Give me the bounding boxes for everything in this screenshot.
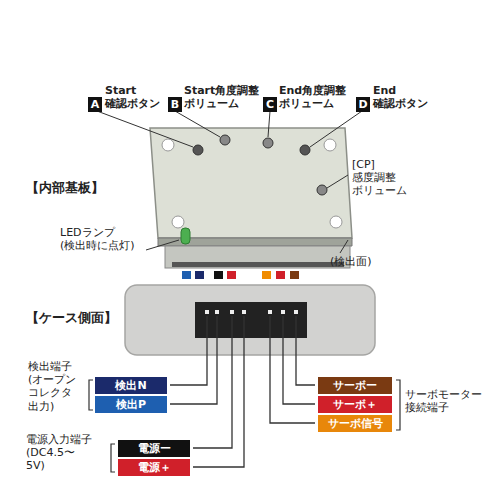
terminal-box: 電源ー (118, 440, 190, 457)
callout-text: [CP] 感度調整 ボリューム (352, 158, 407, 198)
leader-lines (97, 111, 362, 253)
callout-letter: A (88, 97, 102, 112)
wire-mark (290, 271, 299, 279)
end-pot (263, 138, 273, 148)
box-text: 電源ー (138, 441, 171, 456)
section-title: 【ケース側面】 (26, 310, 117, 326)
end-button (300, 145, 310, 155)
box-text: サーボ信号 (328, 416, 383, 431)
wire-mark (182, 271, 191, 279)
callout-letter: D (356, 97, 370, 112)
callout-letter: C (263, 97, 277, 112)
pins (205, 310, 298, 314)
mount-hole (324, 139, 336, 151)
wire-mark (227, 271, 236, 279)
pin-leads (170, 316, 315, 467)
group-label: サーボモーター 接続端子 (405, 388, 482, 414)
case (125, 285, 375, 355)
terminal-box: サーボ信号 (318, 415, 392, 432)
box-text: サーボー (333, 378, 377, 393)
box-text: 検出N (115, 378, 146, 393)
group-label: 検出端子 (オープン コレクタ 出力) (28, 360, 76, 413)
box-text: A (91, 98, 100, 111)
box-text: D (358, 98, 367, 111)
callout-text: End角度調整 ボリューム (279, 84, 346, 110)
mount-hole (162, 139, 174, 151)
callout-text: Start角度調整 ボリューム (184, 84, 259, 110)
wire-mark (276, 271, 285, 279)
mount-hole (330, 216, 342, 228)
pin-header (172, 262, 344, 267)
section-title: 【内部基板】 (26, 180, 104, 196)
box-text: 検出P (116, 397, 146, 412)
terminal-box: サーボ＋ (318, 396, 392, 413)
box-text: サーボ＋ (333, 397, 377, 412)
wire-mark (262, 271, 271, 279)
terminal-box: 検出N (95, 377, 167, 394)
start-pot (220, 135, 230, 145)
box-text: 電源＋ (138, 460, 171, 475)
callout-text: LEDランプ (検出時に点灯) (60, 226, 135, 252)
terminal-box: サーボー (318, 377, 392, 394)
terminal-box: 電源＋ (118, 459, 190, 476)
wire-mark (195, 271, 204, 279)
case-window (195, 302, 307, 338)
sub-board (165, 246, 350, 268)
board-top (150, 128, 352, 238)
box-text: C (266, 98, 274, 111)
callout-letter: B (168, 97, 182, 112)
callout-text: End 確認ボタン (373, 84, 428, 110)
wire-mark (214, 271, 223, 279)
led (181, 228, 190, 244)
callout-text: Start 確認ボタン (105, 84, 160, 110)
group-label: 電源入力端子 (DC4.5〜5V) (26, 433, 92, 473)
box-text: B (171, 98, 179, 111)
terminal-box: 検出P (95, 396, 167, 413)
mount-hole (172, 216, 184, 228)
cp-pot (317, 185, 327, 195)
start-button (193, 145, 203, 155)
callout-text: (検出面) (330, 255, 372, 268)
